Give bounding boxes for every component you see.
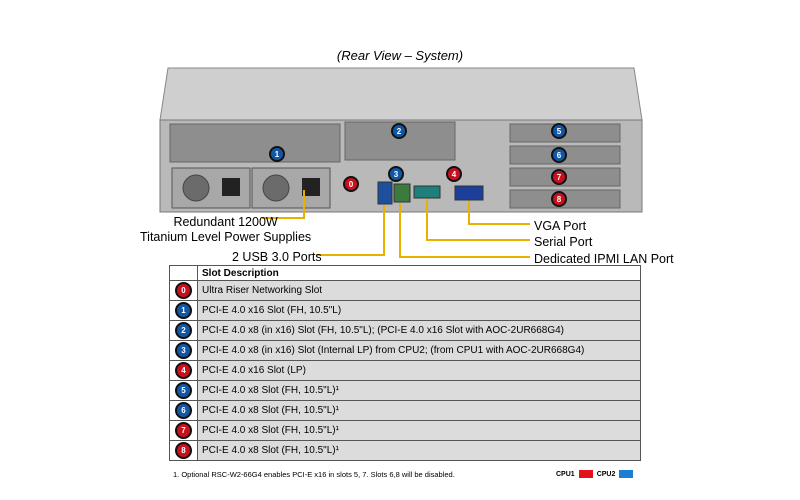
chassis-slot-badge-0 (343, 176, 359, 192)
chassis-slot-badge-label: 4 (452, 170, 457, 179)
power-callout-line (262, 190, 305, 219)
slot-badge-cell: 3 (169, 340, 198, 361)
slot-description-table: Slot Description 0 Ultra Riser Networking… (169, 265, 641, 461)
power-callout-line1: Redundant 1200W (173, 215, 278, 229)
chassis-slot-badge-label: 6 (557, 151, 562, 160)
slot-description: PCI-E 4.0 x8 Slot (FH, 10.5"L)¹ (197, 440, 641, 461)
table-row: 5 PCI-E 4.0 x8 Slot (FH, 10.5"L)¹ (169, 380, 641, 401)
psu1-socket (222, 178, 240, 196)
slot-badge-cell: 7 (169, 420, 198, 441)
table-header-label: Slot Description (197, 265, 641, 281)
slot-description: PCI-E 4.0 x8 Slot (FH, 10.5"L)¹ (197, 420, 641, 441)
chassis-slot-badge-2 (391, 123, 407, 139)
psu2-fan (262, 174, 290, 202)
usb-callout-line (316, 205, 385, 256)
table-header-row: Slot Description (169, 265, 641, 281)
chassis-slot-badges: 0 1 2 3 4 5 6 7 8 (269, 123, 567, 207)
ipmi-lan-port (393, 183, 411, 203)
table-row: 6 PCI-E 4.0 x8 Slot (FH, 10.5"L)¹ (169, 400, 641, 421)
serial-callout-line (426, 199, 530, 241)
chassis-slot-badge-7 (551, 169, 567, 185)
slot-description: PCI-E 4.0 x8 (in x16) Slot (Internal LP)… (197, 340, 641, 361)
table-header-blank (169, 265, 198, 281)
table-row: 1 PCI-E 4.0 x16 Slot (FH, 10.5"L) (169, 300, 641, 321)
serial-callout: Serial Port (534, 235, 593, 249)
chassis-slot-badge-label: 2 (397, 127, 402, 136)
slot-badge-cell: 0 (169, 280, 198, 301)
legend-cpu1-label: CPU1 (556, 470, 575, 478)
chassis-slot-badge-6 (551, 147, 567, 163)
slot-badge-cell: 8 (169, 440, 198, 461)
table-row: 0 Ultra Riser Networking Slot (169, 280, 641, 301)
slot-number-badge: 1 (175, 302, 192, 319)
chassis-slot-badge-label: 5 (557, 127, 562, 136)
chassis-slot-badge-label: 8 (557, 195, 562, 204)
slot-badge-cell: 1 (169, 300, 198, 321)
slot-number-badge: 8 (175, 442, 192, 459)
slot-badge-cell: 4 (169, 360, 198, 381)
chassis-slot-badge-1 (269, 146, 285, 162)
legend-cpu1-swatch (578, 470, 593, 478)
vga-port (454, 185, 484, 201)
slot-number-badge: 7 (175, 422, 192, 439)
chassis-top (159, 67, 643, 121)
vga-callout: VGA Port (534, 219, 587, 233)
slot-description: PCI-E 4.0 x8 Slot (FH, 10.5"L)¹ (197, 400, 641, 421)
table-row: 8 PCI-E 4.0 x8 Slot (FH, 10.5"L)¹ (169, 440, 641, 461)
slot-number-badge: 2 (175, 322, 192, 339)
chassis-slot-badge-label: 7 (557, 173, 562, 182)
chassis-slot-badge-3 (388, 166, 404, 182)
serial-port (413, 185, 441, 199)
psu1-fan (182, 174, 210, 202)
table-row: 2 PCI-E 4.0 x8 (in x16) Slot (FH, 10.5"L)… (169, 320, 641, 341)
usb-callout: 2 USB 3.0 Ports (232, 250, 322, 264)
table-row: 4 PCI-E 4.0 x16 Slot (LP) (169, 360, 641, 381)
slot-number-badge: 0 (175, 282, 192, 299)
riser-vent-left (169, 123, 341, 163)
server-rear-panel: 0 1 2 3 4 5 6 7 8 (159, 67, 643, 258)
chassis-slot-badge-4 (446, 166, 462, 182)
chassis-slot-badge-label: 3 (394, 170, 399, 179)
legend-cpu2-swatch (619, 470, 634, 478)
slot-description: PCI-E 4.0 x8 (in x16) Slot (FH, 10.5"L);… (197, 320, 641, 341)
power-supply-callout: Redundant 1200W Titanium Level Power Sup… (140, 215, 311, 245)
slot-number-badge: 6 (175, 402, 192, 419)
slot-description: PCI-E 4.0 x16 Slot (FH, 10.5"L) (197, 300, 641, 321)
slot-number-badge: 5 (175, 382, 192, 399)
slot-description: Ultra Riser Networking Slot (197, 280, 641, 301)
chassis-slot-badge-5 (551, 123, 567, 139)
chassis-slot-badge-8 (551, 191, 567, 207)
slot-badge-cell: 2 (169, 320, 198, 341)
cpu-legend: CPU1 CPU2 (556, 470, 634, 478)
table-row: 3 PCI-E 4.0 x8 (in x16) Slot (Internal LP… (169, 340, 641, 361)
footnote: 1. Optional RSC-W2-66G4 enables PCI-E x1… (173, 470, 455, 479)
slot-number-badge: 3 (175, 342, 192, 359)
chassis-slot-badge-label: 0 (349, 180, 354, 189)
power-callout-line2: Titanium Level Power Supplies (140, 230, 312, 244)
slot-description: PCI-E 4.0 x8 Slot (FH, 10.5"L)¹ (197, 380, 641, 401)
psu2-socket (302, 178, 320, 196)
slot-number-badge: 4 (175, 362, 192, 379)
ipmi-callout-line (399, 203, 530, 258)
usb-ports (377, 181, 393, 205)
diagram-title: (Rear View – System) (336, 48, 464, 63)
table-row: 7 PCI-E 4.0 x8 Slot (FH, 10.5"L)¹ (169, 420, 641, 441)
slot-badge-cell: 6 (169, 400, 198, 421)
chassis-slot-badge-label: 1 (275, 150, 280, 159)
vga-callout-line (468, 201, 530, 225)
legend-cpu2-label: CPU2 (596, 470, 616, 478)
ipmi-callout: Dedicated IPMI LAN Port (534, 252, 674, 266)
slot-description: PCI-E 4.0 x16 Slot (LP) (197, 360, 641, 381)
slot-badge-cell: 5 (169, 380, 198, 401)
